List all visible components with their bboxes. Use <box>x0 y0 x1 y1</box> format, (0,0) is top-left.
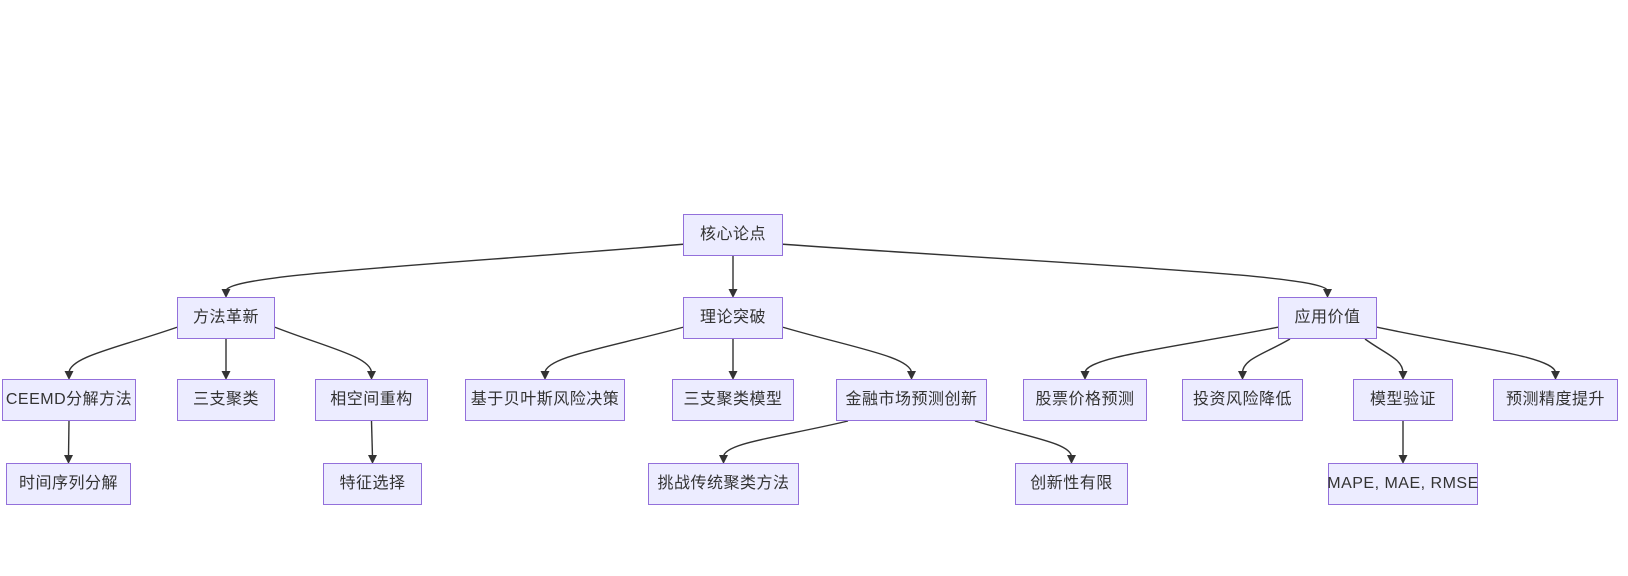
arrowhead-into-challenge-traditional-clustering <box>719 455 728 464</box>
edge-application-value-to-stock-price-prediction <box>1084 326 1279 374</box>
edge-application-value-to-model-validation <box>1364 338 1404 374</box>
node-label: 核心论点 <box>699 226 766 244</box>
node-evaluation-metrics: MAPE, MAE, RMSE <box>1327 463 1479 505</box>
node-label: 相空间重构 <box>330 391 413 409</box>
node-theory-breakthrough: 理论突破 <box>683 297 783 339</box>
arrowhead-into-bayesian-risk-decision <box>540 371 550 380</box>
node-application-value: 应用价值 <box>1278 297 1377 339</box>
edge-application-value-to-investment-risk-reduction <box>1241 338 1291 374</box>
edge-method-innovation-to-ceemd-decomposition <box>68 326 178 374</box>
node-label: 预测精度提升 <box>1505 391 1605 409</box>
node-phase-space-reconstruction: 相空间重构 <box>315 379 428 421</box>
arrowhead-into-financial-market-prediction-innovation <box>907 371 916 380</box>
arrowhead-into-ceemd-decomposition <box>64 371 74 380</box>
node-label: MAPE, MAE, RMSE <box>1327 475 1479 493</box>
node-label: 投资风险降低 <box>1192 391 1292 409</box>
node-time-series-decomposition: 时间序列分解 <box>6 463 131 505</box>
node-label: 挑战传统聚类方法 <box>657 475 790 493</box>
edge-theory-breakthrough-to-financial-market-prediction-innovation <box>782 326 913 374</box>
node-model-validation: 模型验证 <box>1353 379 1453 421</box>
arrowhead-into-investment-risk-reduction <box>1238 371 1247 380</box>
node-method-innovation: 方法革新 <box>177 297 275 339</box>
node-three-way-clustering: 三支聚类 <box>177 379 275 421</box>
node-label: 时间序列分解 <box>18 475 118 493</box>
node-bayesian-risk-decision: 基于贝叶斯风险决策 <box>465 379 625 421</box>
node-label: 股票价格预测 <box>1035 391 1135 409</box>
edge-phase-space-reconstruction-to-feature-selection <box>370 420 374 458</box>
edge-financial-market-prediction-innovation-to-challenge-traditional-clustering <box>722 420 849 458</box>
edge-method-innovation-to-phase-space-reconstruction <box>274 326 373 374</box>
arrowhead-into-method-innovation <box>221 289 231 298</box>
node-label: 金融市场预测创新 <box>845 391 978 409</box>
arrowhead-into-three-way-clustering-model <box>728 371 738 380</box>
arrowhead-into-stock-price-prediction <box>1080 371 1090 380</box>
node-label: CEEMD分解方法 <box>5 391 133 409</box>
arrowhead-into-evaluation-metrics <box>1398 455 1408 464</box>
arrowhead-into-time-series-decomposition <box>64 455 73 464</box>
arrowhead-into-theory-breakthrough <box>728 289 738 298</box>
node-prediction-accuracy-improvement: 预测精度提升 <box>1493 379 1618 421</box>
node-label: 理论突破 <box>699 309 766 327</box>
node-ceemd-decomposition: CEEMD分解方法 <box>2 379 136 421</box>
node-investment-risk-reduction: 投资风险降低 <box>1182 379 1303 421</box>
edge-ceemd-decomposition-to-time-series-decomposition <box>67 420 70 458</box>
node-label: 特征选择 <box>339 475 406 493</box>
node-financial-market-prediction-innovation: 金融市场预测创新 <box>836 379 987 421</box>
node-label: 应用价值 <box>1294 309 1361 327</box>
node-stock-price-prediction: 股票价格预测 <box>1023 379 1147 421</box>
node-label: 模型验证 <box>1369 391 1436 409</box>
arrowhead-into-prediction-accuracy-improvement <box>1551 371 1560 380</box>
node-core-thesis: 核心论点 <box>683 214 783 256</box>
edge-financial-market-prediction-innovation-to-limited-innovation <box>974 420 1073 458</box>
arrowhead-into-feature-selection <box>368 455 377 464</box>
arrowhead-into-three-way-clustering <box>221 371 231 380</box>
edge-application-value-to-prediction-accuracy-improvement <box>1376 326 1557 374</box>
node-limited-innovation: 创新性有限 <box>1015 463 1128 505</box>
node-label: 方法革新 <box>192 309 259 327</box>
edge-core-thesis-to-method-innovation <box>225 243 684 292</box>
node-label: 三支聚类模型 <box>683 391 783 409</box>
arrowhead-into-limited-innovation <box>1067 455 1076 464</box>
edge-core-thesis-to-application-value <box>782 243 1329 292</box>
edge-theory-breakthrough-to-bayesian-risk-decision <box>544 326 684 374</box>
node-challenge-traditional-clustering: 挑战传统聚类方法 <box>648 463 799 505</box>
arrowhead-into-model-validation <box>1398 371 1408 380</box>
node-label: 创新性有限 <box>1030 475 1113 493</box>
node-feature-selection: 特征选择 <box>323 463 422 505</box>
node-label: 三支聚类 <box>192 391 259 409</box>
arrowhead-into-application-value <box>1323 289 1332 298</box>
node-three-way-clustering-model: 三支聚类模型 <box>672 379 794 421</box>
arrowhead-into-phase-space-reconstruction <box>367 371 376 380</box>
node-label: 基于贝叶斯风险决策 <box>470 391 620 409</box>
